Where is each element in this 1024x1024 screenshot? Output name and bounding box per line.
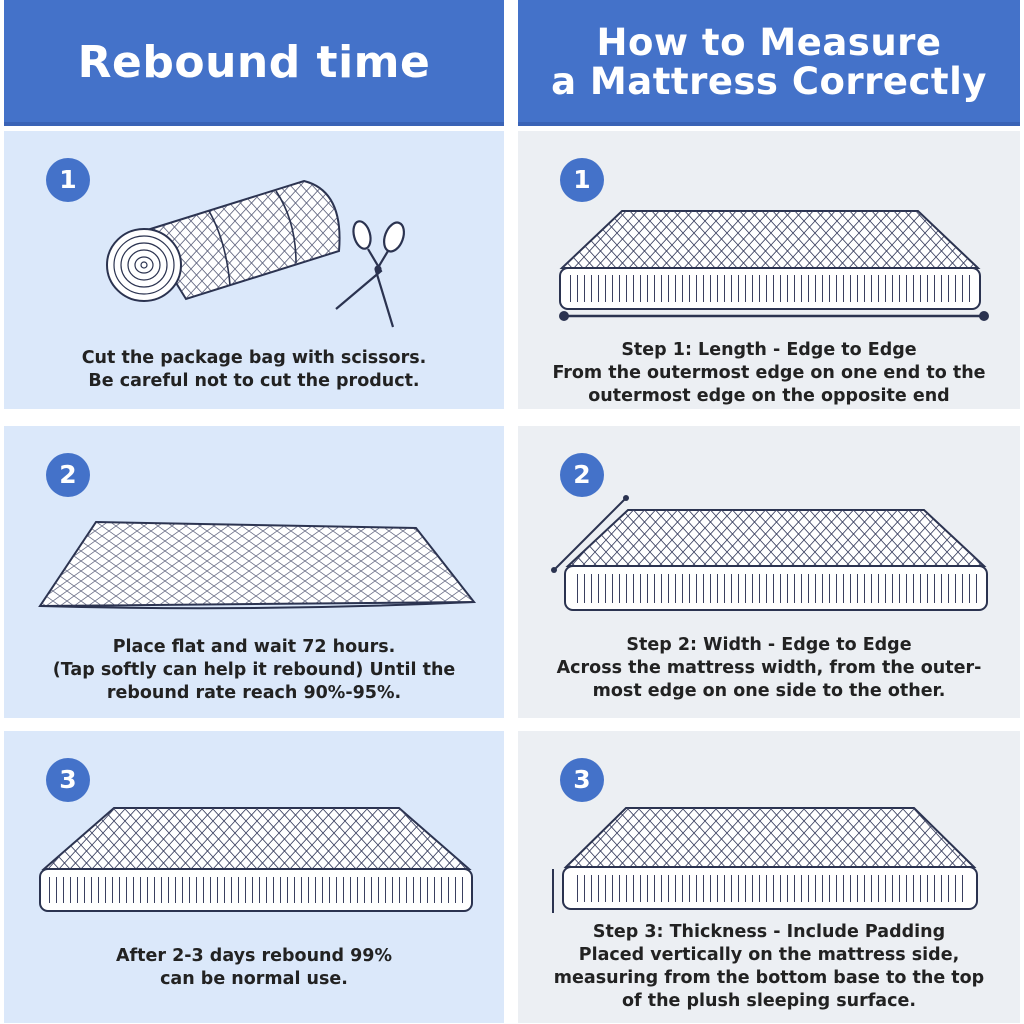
- mattress-length-illustration: [559, 210, 989, 321]
- measure-step-3-caption: Step 3: Thickness - Include Padding Plac…: [526, 921, 1012, 1013]
- header-rebound-time: Rebound time: [4, 0, 504, 126]
- step-number-badge: 3: [560, 758, 604, 802]
- right-title-line-2: a Mattress Correctly: [551, 60, 987, 103]
- caption-line: most edge on one side to the other.: [592, 681, 946, 701]
- left-title: Rebound time: [77, 36, 431, 88]
- width-measure-line-icon: [551, 495, 629, 573]
- mattress-thickness-illustration: [552, 807, 978, 913]
- rebound-step-1-panel: 1 Cut the package bag with scissors. Be …: [4, 131, 504, 409]
- caption-line: Across the mattress width, from the oute…: [556, 658, 982, 678]
- rolled-mattress-icon: [106, 179, 341, 302]
- scissors-icon: [335, 220, 405, 328]
- rebound-step-2-panel: 2 Place flat and wait 72 hours. (Tap sof…: [4, 426, 504, 718]
- rebound-step-3-caption: After 2-3 days rebound 99% can be normal…: [12, 945, 496, 991]
- mattress-width-illustration: [551, 495, 988, 611]
- rebounded-mattress-illustration: [39, 807, 473, 912]
- rebound-step-3-panel: 3 After 2-3 days rebound 99% can be norm…: [4, 731, 504, 1023]
- caption-line: Step 2: Width - Edge to Edge: [626, 635, 912, 655]
- measure-step-1-panel: 1 Step 1: Length - Edge to Edge From the…: [518, 131, 1020, 409]
- measure-step-2-panel: 2 Step 2: Width - Edge to Edge Across th…: [518, 426, 1020, 718]
- measure-step-1-caption: Step 1: Length - Edge to Edge From the o…: [526, 339, 1012, 408]
- caption-line: rebound rate reach 90%-95%.: [106, 683, 402, 703]
- caption-line: can be normal use.: [160, 969, 348, 989]
- caption-line: Step 3: Thickness - Include Padding: [592, 922, 946, 942]
- right-title: How to Measure a Mattress Correctly: [551, 21, 987, 103]
- caption-line: (Tap softly can help it rebound) Until t…: [52, 660, 456, 680]
- caption-line: Step 1: Length - Edge to Edge: [621, 340, 917, 360]
- caption-line: Be careful not to cut the product.: [88, 371, 420, 391]
- right-title-line-1: How to Measure: [596, 21, 942, 65]
- caption-line: From the outermost edge on one end to th…: [552, 363, 986, 383]
- step-number-badge: 2: [560, 453, 604, 497]
- caption-line: Placed vertically on the mattress side,: [578, 945, 960, 965]
- caption-line: outermost edge on the opposite end: [588, 386, 950, 406]
- flat-mattress-sheet-illustration: [38, 520, 477, 610]
- caption-line: measuring from the bottom base to the to…: [553, 968, 985, 988]
- rebound-step-2-caption: Place flat and wait 72 hours. (Tap softl…: [12, 636, 496, 705]
- caption-line: Cut the package bag with scissors.: [81, 348, 427, 368]
- step-number-badge: 1: [560, 158, 604, 202]
- caption-line: After 2-3 days rebound 99%: [115, 946, 392, 966]
- rolled-mattress-with-scissors-illustration: [106, 179, 405, 328]
- step-number-badge: 2: [46, 453, 90, 497]
- header-measure: How to Measure a Mattress Correctly: [518, 0, 1020, 126]
- step-number-badge: 3: [46, 758, 90, 802]
- length-measure-line-icon: [559, 311, 989, 321]
- measure-step-2-caption: Step 2: Width - Edge to Edge Across the …: [526, 634, 1012, 703]
- step-number-badge: 1: [46, 158, 90, 202]
- caption-line: of the plush sleeping surface.: [621, 991, 917, 1011]
- measure-step-3-panel: 3 Step 3: Thickness - Include Padding Pl…: [518, 731, 1020, 1023]
- rebound-step-1-caption: Cut the package bag with scissors. Be ca…: [12, 347, 496, 393]
- caption-line: Place flat and wait 72 hours.: [112, 637, 396, 657]
